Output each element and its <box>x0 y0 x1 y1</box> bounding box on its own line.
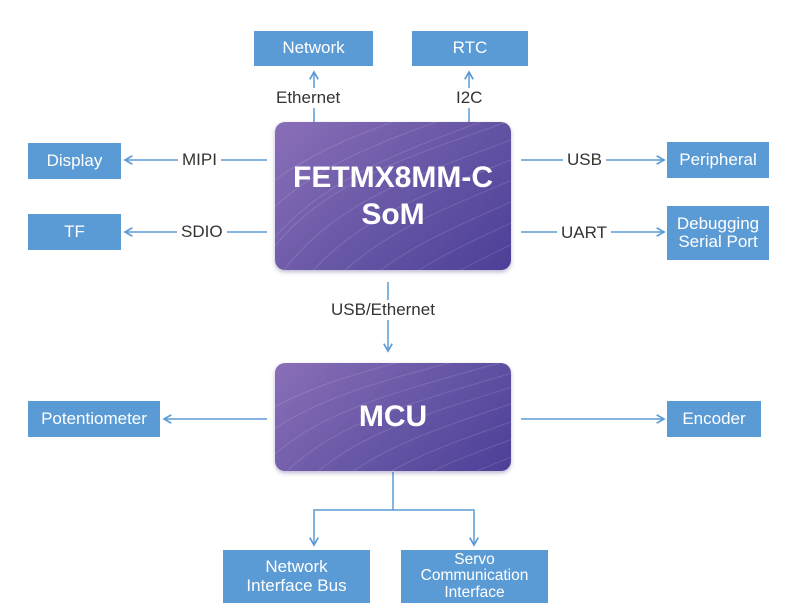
encoder-label: Encoder <box>682 408 746 428</box>
sdio-label: SDIO <box>177 222 227 242</box>
display-box: Display <box>28 143 121 179</box>
network-box: Network <box>254 31 373 66</box>
potentiometer-label: Potentiometer <box>41 408 147 428</box>
tf-label: TF <box>64 221 85 241</box>
display-label: Display <box>46 150 103 170</box>
network-label: Network <box>282 38 345 58</box>
tf-box: TF <box>28 214 121 250</box>
i2c-label: I2C <box>452 88 487 108</box>
servo-line1: Servo <box>454 551 495 569</box>
rtc-box: RTC <box>412 31 528 66</box>
serial-port-label: Serial Port <box>678 232 758 251</box>
rtc-label: RTC <box>452 38 488 58</box>
servo-communication-interface-box: Servo Communication Interface <box>401 550 548 603</box>
usb-ethernet-label: USB/Ethernet <box>327 300 439 320</box>
netbus-line2: Interface Bus <box>246 575 347 595</box>
peripheral-box: Peripheral <box>667 142 769 178</box>
wave-pattern-decoration <box>275 363 511 471</box>
encoder-box: Encoder <box>667 401 761 437</box>
servo-line3: Interface <box>444 583 505 601</box>
som-title-line1: FETMX8MM-C <box>293 160 493 194</box>
debugging-serial-port-box: Debugging Serial Port <box>667 206 769 260</box>
potentiometer-box: Potentiometer <box>28 401 160 437</box>
servo-line2: Communication <box>420 567 529 585</box>
network-interface-bus-box: Network Interface Bus <box>223 550 370 603</box>
som-title: FETMX8MM-C SoM <box>275 122 511 270</box>
mcu-branch-connector-right <box>393 509 479 547</box>
wave-pattern-decoration <box>275 122 511 270</box>
debugging-label: Debugging <box>676 213 760 233</box>
uart-label: UART <box>557 223 611 243</box>
mcu-title-text: MCU <box>358 400 428 434</box>
usb-label: USB <box>563 150 606 170</box>
mcu-branch-connector <box>309 472 394 547</box>
mcu-chip: MCU <box>275 363 511 471</box>
mcu-title: MCU <box>275 363 511 471</box>
som-title-line2: SoM <box>361 198 425 231</box>
mipi-label: MIPI <box>178 150 221 170</box>
peripheral-label: Peripheral <box>679 149 757 169</box>
ethernet-label: Ethernet <box>272 88 345 108</box>
som-chip: FETMX8MM-C SoM <box>275 122 511 270</box>
netbus-line1: Network <box>265 557 328 577</box>
